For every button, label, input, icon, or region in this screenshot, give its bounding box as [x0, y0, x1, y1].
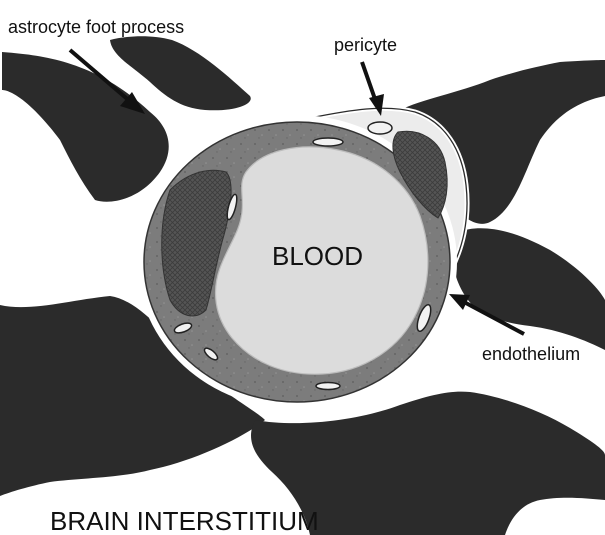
nucleus-bottom [316, 383, 340, 390]
nucleus-top [313, 138, 343, 146]
blood-label: BLOOD [272, 241, 363, 271]
astrocyte-right [453, 228, 605, 350]
pericyte-nucleus [368, 122, 392, 134]
interstitium-label: BRAIN INTERSTITIUM [50, 506, 319, 535]
pericyte-label: pericyte [334, 35, 397, 55]
pericyte-arrow [362, 62, 376, 102]
astrocyte-label: astrocyte foot process [8, 17, 184, 37]
endothelium-label: endothelium [482, 344, 580, 364]
